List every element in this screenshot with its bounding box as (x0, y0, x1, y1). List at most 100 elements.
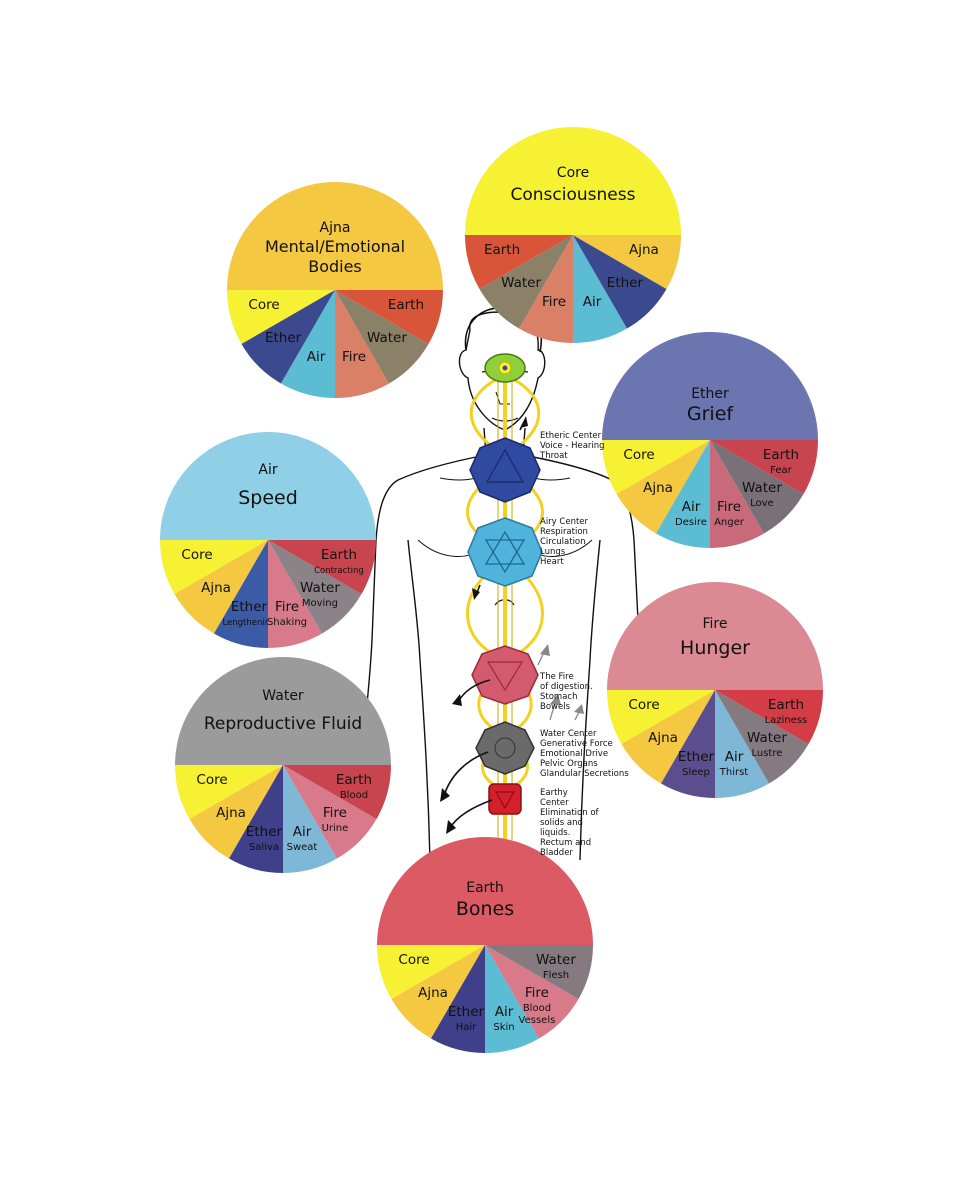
segment-label: Core (623, 447, 654, 463)
wheel-segment-core (160, 540, 268, 594)
wheel-segment-core (602, 440, 710, 494)
wheel-title: Bones (456, 898, 514, 920)
wheel-speed: CoreAjnaEtherLengtheningFireShakingWater… (160, 432, 376, 648)
root-chakra (488, 783, 522, 815)
wheel-grief: CoreAjnaAirDesireFireAngerWaterLoveEarth… (602, 332, 818, 548)
wheel-title-line2: Bodies (308, 257, 362, 276)
wheel-top-half (227, 182, 443, 290)
segment-sublabel: Skin (493, 1022, 514, 1033)
note-line: Circulation (540, 537, 586, 547)
wheel-segment-fire (519, 235, 573, 343)
segment-label: Core (181, 547, 212, 563)
note-line: Bowels (540, 702, 571, 712)
wheel-segment-water (485, 945, 593, 999)
wheel-segment-ether (431, 945, 485, 1053)
note-line: solids and (540, 818, 583, 828)
wheel-segment-ajna (621, 690, 715, 784)
wheel-element: Ether (691, 386, 729, 402)
wheel-segment-ajna (174, 540, 268, 634)
segment-label: Core (398, 952, 429, 968)
segment-label: Core (248, 297, 279, 313)
wheel-segment-air (485, 945, 539, 1053)
segment-label: Air (293, 824, 312, 840)
wheel-segment-earth (710, 440, 818, 494)
segment-label: Ether (448, 1004, 485, 1020)
segment-label: Air (682, 499, 701, 515)
note-line: Glandular Secretions (540, 769, 629, 779)
segment-sublabel: Laziness (765, 715, 808, 726)
wheel-segment-ether (661, 690, 715, 798)
wheel-segment-earth (268, 540, 376, 594)
segment-label: Fire (717, 499, 741, 515)
segment-sublabel: Vessels (519, 1015, 556, 1026)
wheel-segment-fire (268, 540, 322, 648)
note-line: of digestion. (540, 682, 593, 692)
wheel-segment-earth (335, 290, 443, 344)
wheel-title: Reproductive Fluid (204, 714, 362, 734)
segment-label: Ajna (643, 480, 673, 496)
wheel-top-half (175, 657, 391, 765)
segment-sublabel: Lengthening (222, 618, 275, 628)
segment-label: Ajna (201, 580, 231, 596)
segment-label: Ether (246, 824, 283, 840)
segment-label: Water (501, 275, 541, 291)
wheel-segment-air (281, 290, 335, 398)
segment-label: Fire (525, 985, 549, 1001)
segment-sublabel: Lustre (751, 748, 782, 759)
wheel-segment-fire (335, 290, 389, 398)
segment-label: Earth (336, 772, 372, 788)
note-line: Emotional Drive (540, 749, 608, 759)
wheel-element: Core (557, 165, 589, 181)
chakra-symbols (467, 353, 543, 815)
throat-chakra (469, 437, 541, 503)
flow-arrows (440, 416, 528, 834)
wheel-segment-core (607, 690, 715, 744)
wheel-title: Mental/Emotional (265, 237, 405, 256)
segment-sublabel: Blood (523, 1003, 551, 1014)
segment-sublabel: Blood (340, 790, 368, 801)
segment-sublabel: Shaking (267, 617, 307, 628)
note-line: Bladder (540, 848, 573, 858)
note-line: Earthy (540, 788, 568, 798)
wheel-segment-water (715, 690, 809, 784)
note-line: Airy Center (540, 517, 589, 527)
wheel-segment-air (573, 235, 627, 343)
crown-chakra (484, 353, 526, 383)
note-line: Center (540, 798, 569, 808)
segment-sublabel: Thirst (719, 767, 749, 778)
segment-label: Earth (388, 297, 424, 313)
wheel-segment-ether (241, 290, 335, 384)
wheel-segment-earth (283, 765, 391, 819)
wheel-segment-fire (283, 765, 377, 859)
segment-label: Fire (542, 294, 566, 310)
note-line: Pelvic Organs (540, 759, 598, 769)
segment-sublabel: Desire (675, 517, 707, 528)
segment-label: Ether (265, 330, 302, 346)
note-line: Etheric Center (540, 431, 602, 441)
segment-label: Ether (607, 275, 644, 291)
segment-sublabel: Fear (770, 465, 792, 476)
grey-flow-arrows (537, 644, 584, 721)
note-line: Throat (539, 451, 568, 461)
segment-label: Fire (342, 349, 366, 365)
wheel-segment-water (710, 440, 804, 534)
note-line: Heart (540, 557, 564, 567)
wheel-top-half (160, 432, 376, 540)
segment-label: Water (300, 580, 340, 596)
wheel-title: Hunger (680, 637, 750, 659)
wheel-segment-earth (715, 690, 823, 744)
segment-sublabel: Contracting (314, 566, 364, 576)
segment-label: Fire (275, 599, 299, 615)
segment-label: Water (367, 330, 407, 346)
segment-label: Ajna (629, 242, 659, 258)
note-line: Stomach (540, 692, 577, 702)
note-line: liquids. (540, 828, 570, 838)
segment-label: Water (742, 480, 782, 496)
wheel-segment-air (283, 765, 337, 873)
segment-sublabel: Flesh (543, 970, 569, 981)
wheel-title: Consciousness (511, 185, 636, 205)
wheel-top-half (465, 127, 681, 235)
note-line: Water Center (540, 729, 597, 739)
